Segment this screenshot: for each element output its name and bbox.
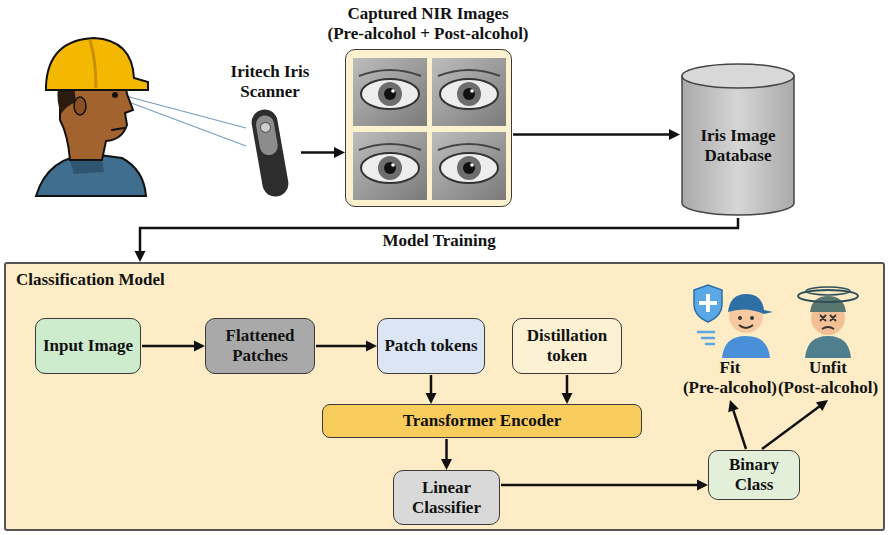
line-part xyxy=(118,94,246,128)
process-box: Flattened Patches xyxy=(205,318,315,374)
rect-part xyxy=(250,108,291,199)
image-panel-node: Captured NIR Images(Pre-alcohol + Post-a… xyxy=(322,4,534,210)
edge-label: Model Training xyxy=(379,231,500,251)
circle-part xyxy=(457,82,481,106)
process-box: Input Image xyxy=(35,318,141,374)
connector-arrow xyxy=(301,147,345,158)
circle-part xyxy=(463,88,475,100)
image-panel xyxy=(345,49,512,207)
circle-part xyxy=(750,316,754,320)
box-label: Linear Classifier xyxy=(400,478,493,517)
path-part xyxy=(438,144,500,150)
scanner-node: Iritech Iris Scanner xyxy=(220,62,320,200)
path-part xyxy=(805,336,851,358)
process-box: Linear Classifier xyxy=(393,470,500,525)
connector-line xyxy=(513,133,670,136)
process-box: Distillation token xyxy=(512,318,622,374)
path-part xyxy=(70,160,104,174)
arrow-head xyxy=(669,129,680,140)
scanner-label: Iritech Iris Scanner xyxy=(220,62,320,101)
person-label: Unfit xyxy=(775,358,881,378)
box-label: Input Image xyxy=(42,336,134,356)
person-icon xyxy=(775,280,881,358)
box-label: Transformer Encoder xyxy=(329,411,635,431)
circle-part xyxy=(738,316,742,320)
panel-title: Classification Model xyxy=(16,270,873,290)
database-cylinder: Iris Image Database xyxy=(680,62,796,217)
arrow-head xyxy=(334,147,345,158)
circle-part xyxy=(470,163,474,167)
path-part xyxy=(46,38,148,90)
person-sublabel: (Post-alcohol) xyxy=(775,378,881,398)
rect-part xyxy=(432,58,506,126)
circle-part xyxy=(112,92,118,98)
circle-part xyxy=(391,163,395,167)
connector-arrow xyxy=(135,218,739,262)
ellipse-part xyxy=(440,153,498,183)
path-part xyxy=(698,332,714,344)
person-label: Fit xyxy=(680,358,780,378)
connector-line xyxy=(301,151,335,154)
scanner-device xyxy=(240,105,300,200)
ellipse-part xyxy=(361,153,419,183)
path-part xyxy=(739,325,753,328)
box-label: Binary Class xyxy=(715,455,793,494)
arrow-head xyxy=(135,251,146,262)
path-part xyxy=(438,70,500,76)
box-label: Flattened Patches xyxy=(212,326,308,365)
path-part xyxy=(728,294,773,314)
line-part xyxy=(118,98,246,146)
circle-part xyxy=(378,82,402,106)
database-label: Iris Image Database xyxy=(686,126,790,165)
circle-part xyxy=(378,156,402,180)
cylinder-text-wrap: Iris Image Database xyxy=(686,88,790,203)
path-part xyxy=(722,336,770,358)
path-part xyxy=(694,285,722,322)
path-part xyxy=(90,40,96,88)
person-node: Fit(Pre-alcohol) xyxy=(680,280,780,397)
rect-part xyxy=(432,132,506,200)
ellipse-part xyxy=(682,64,794,88)
panel-subheading: (Pre-alcohol + Post-alcohol) xyxy=(322,24,534,44)
path-part xyxy=(359,70,421,76)
panel-heading: Captured NIR Images xyxy=(322,4,534,24)
circle-part xyxy=(391,89,395,93)
circle-part xyxy=(463,162,475,174)
ellipse-part xyxy=(440,79,498,109)
person-icon xyxy=(680,280,780,358)
ellipse-part xyxy=(806,287,850,295)
path-part xyxy=(359,144,421,150)
path-part xyxy=(112,128,124,130)
circle-part xyxy=(384,162,396,174)
circle-part xyxy=(260,122,272,134)
circle-part xyxy=(384,88,396,100)
ellipse-part xyxy=(361,79,419,109)
rect-part xyxy=(353,132,427,200)
box-label: Distillation token xyxy=(519,326,615,365)
path-part xyxy=(682,76,794,215)
process-box: Patch tokens xyxy=(377,318,485,374)
process-box: Binary Class xyxy=(708,450,800,500)
g-part xyxy=(250,108,291,199)
path-part xyxy=(810,296,846,312)
process-box: Transformer Encoder xyxy=(322,404,642,438)
path-part xyxy=(699,294,717,312)
rect-part xyxy=(353,58,427,126)
eye-images xyxy=(346,50,510,205)
model-panel: Classification ModelInput Image Flattened… xyxy=(4,262,885,531)
box-label: Patch tokens xyxy=(384,336,478,356)
connector-arrow xyxy=(513,129,680,140)
path-part xyxy=(822,327,834,329)
person-node: Unfit(Post-alcohol) xyxy=(775,280,881,397)
person-sublabel: (Pre-alcohol) xyxy=(680,378,780,398)
ellipse-part xyxy=(74,97,86,115)
connector-line xyxy=(140,218,738,252)
circle-part xyxy=(470,89,474,93)
rect-part xyxy=(255,114,280,157)
path-part xyxy=(820,315,836,321)
circle-part xyxy=(457,156,481,180)
